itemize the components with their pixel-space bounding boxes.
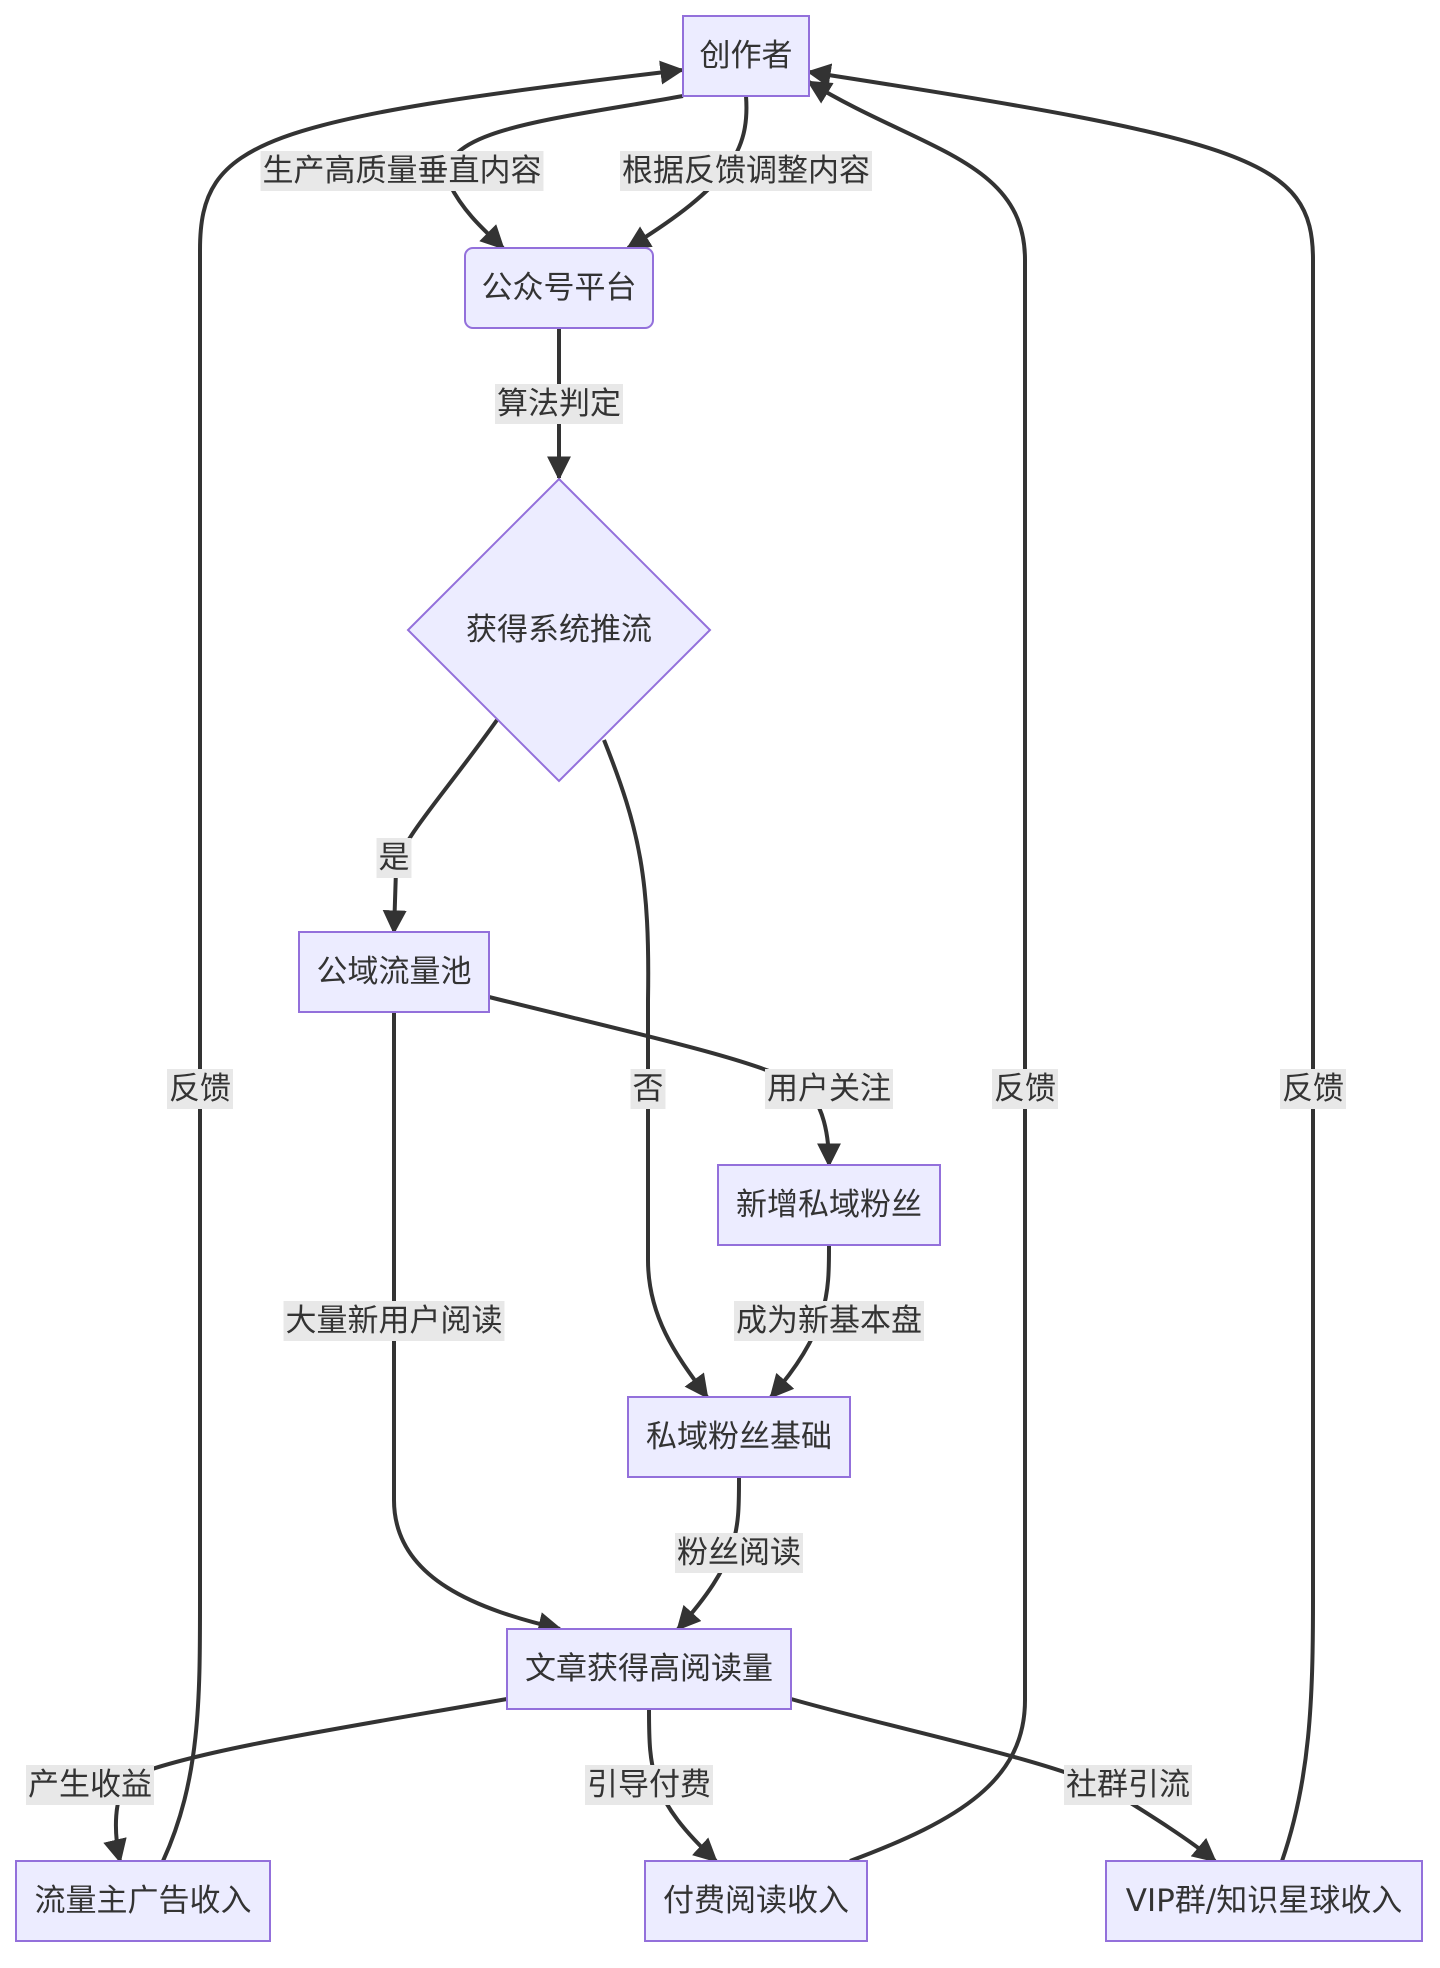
- edge-label: 是: [376, 838, 412, 878]
- node-label: 公众号平台: [482, 270, 637, 306]
- edge-label: 粉丝阅读: [675, 1533, 803, 1573]
- edge-label: 算法判定: [495, 384, 623, 424]
- node-box: [644, 1860, 868, 1942]
- edge-label-background: [765, 1069, 893, 1109]
- edge-label: 根据反馈调整内容: [620, 151, 872, 191]
- edge-label-text: 成为新基本盘: [736, 1303, 922, 1339]
- edge-label-background: [283, 1301, 505, 1341]
- node-creator: 创作者: [682, 15, 810, 97]
- edge-label-text: 反馈: [994, 1071, 1056, 1107]
- edge-label-background: [260, 151, 544, 191]
- node-box: [627, 1396, 851, 1478]
- edge-label-text: 生产高质量垂直内容: [263, 153, 542, 189]
- node-label: 付费阅读收入: [663, 1883, 849, 1919]
- node-box: [682, 15, 810, 97]
- node-label: 新增私域粉丝: [736, 1187, 922, 1223]
- node-box: [506, 1628, 792, 1710]
- edge-label: 引导付费: [585, 1765, 713, 1805]
- edge-label-background: [495, 384, 623, 424]
- node-box: [298, 931, 490, 1013]
- edge-push-to-pool: [382, 718, 499, 935]
- node-label: VIP群/知识星球收入: [1126, 1883, 1403, 1919]
- edge-label: 反馈: [992, 1069, 1058, 1109]
- node-reads: 文章获得高阅读量: [506, 1628, 792, 1710]
- node-label: 创作者: [700, 38, 793, 74]
- node-vip: VIP群/知识星球收入: [1105, 1860, 1423, 1942]
- node-label: 获得系统推流: [466, 612, 652, 648]
- node-ad: 流量主广告收入: [15, 1860, 271, 1942]
- edge-label-text: 大量新用户阅读: [286, 1303, 503, 1339]
- node-platform: 公众号平台: [464, 247, 654, 329]
- node-label: 文章获得高阅读量: [525, 1651, 773, 1687]
- edge-label-background: [1280, 1069, 1346, 1109]
- edge-label-text: 反馈: [169, 1071, 231, 1107]
- edge-label-background: [630, 1069, 666, 1109]
- edge-label-background: [26, 1765, 154, 1805]
- edge-paid-to-creator: [806, 80, 1027, 1863]
- node-push: 获得系统推流: [406, 477, 712, 783]
- node-pool: 公域流量池: [298, 931, 490, 1013]
- edge-label-text: 用户关注: [767, 1071, 891, 1107]
- edge-label-text: 反馈: [1282, 1071, 1344, 1107]
- edge-label-background: [167, 1069, 233, 1109]
- node-box: [1105, 1860, 1423, 1942]
- node-label: 私域粉丝基础: [646, 1419, 832, 1455]
- edge-label-text: 根据反馈调整内容: [622, 153, 870, 189]
- edge-label-text: 是: [379, 840, 410, 876]
- edge-label-background: [376, 838, 412, 878]
- edge-label-text: 引导付费: [587, 1767, 711, 1803]
- edge-label: 产生收益: [26, 1765, 154, 1805]
- edge-vip-to-creator: [806, 63, 1315, 1862]
- edge-reads-to-ad: [103, 1697, 508, 1864]
- node-box: [717, 1164, 941, 1246]
- edge-label-background: [675, 1533, 803, 1573]
- edge-label-text: 产生收益: [28, 1767, 152, 1803]
- node-newfans: 新增私域粉丝: [717, 1164, 941, 1246]
- edge-label: 成为新基本盘: [734, 1301, 924, 1341]
- edge-ad-to-creator: [161, 60, 685, 1862]
- edge-label: 反馈: [1280, 1069, 1346, 1109]
- edge-label: 用户关注: [765, 1069, 893, 1109]
- edge-label-text: 社群引流: [1066, 1767, 1190, 1803]
- edge-label-text: 否: [633, 1071, 664, 1107]
- edge-label: 生产高质量垂直内容: [260, 151, 544, 191]
- edge-label-background: [585, 1765, 713, 1805]
- edge-label: 大量新用户阅读: [283, 1301, 505, 1341]
- node-label: 公域流量池: [317, 954, 472, 990]
- edge-pool-to-reads: [392, 1012, 563, 1636]
- edge-label-text: 算法判定: [497, 386, 621, 422]
- edges-layer: [103, 60, 1315, 1864]
- decision-diamond: [406, 477, 712, 783]
- node-box: [464, 247, 654, 329]
- edge-label-background: [734, 1301, 924, 1341]
- node-label: 流量主广告收入: [35, 1883, 252, 1919]
- edge-push-to-base: [602, 739, 709, 1399]
- edge-label-background: [1064, 1765, 1192, 1805]
- edge-label-text: 粉丝阅读: [677, 1535, 801, 1571]
- nodes-layer: 创作者公众号平台获得系统推流公域流量池新增私域粉丝私域粉丝基础文章获得高阅读量流…: [15, 15, 1423, 1942]
- node-paid: 付费阅读收入: [644, 1860, 868, 1942]
- edge-label-background: [992, 1069, 1058, 1109]
- edge-label: 反馈: [167, 1069, 233, 1109]
- edge-label-background: [620, 151, 872, 191]
- edge-label: 社群引流: [1064, 1765, 1192, 1805]
- node-base: 私域粉丝基础: [627, 1396, 851, 1478]
- edge-label: 否: [630, 1069, 666, 1109]
- node-box: [15, 1860, 271, 1942]
